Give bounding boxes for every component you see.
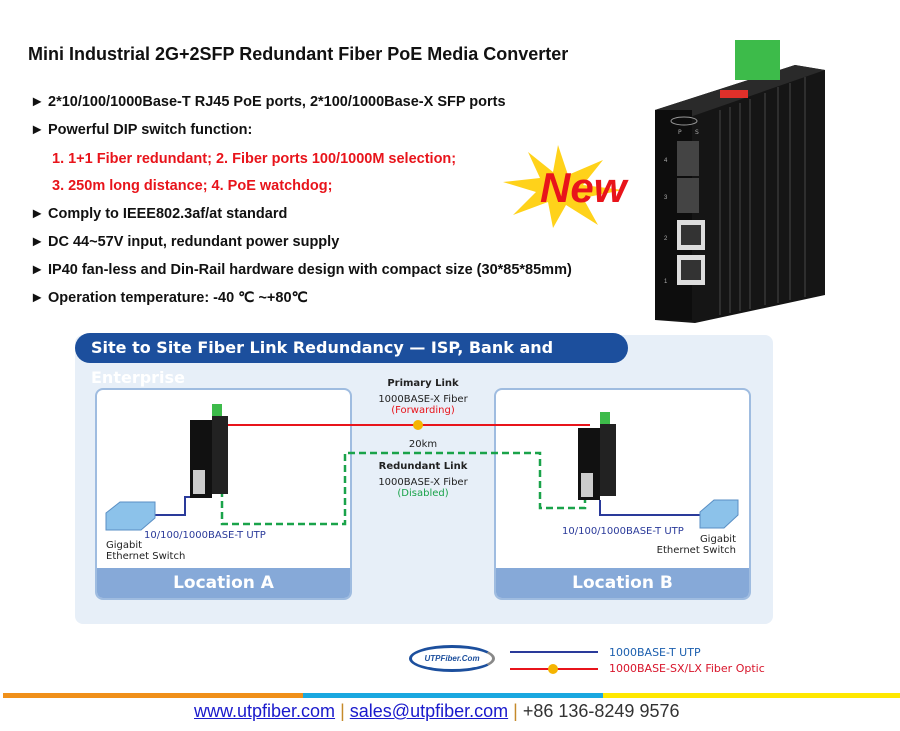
redundant-link-state: (Disabled) [397, 488, 449, 499]
utpfiber-logo: UTPFiber.Com [409, 645, 495, 672]
primary-link-state: (Forwarding) [391, 405, 455, 416]
link-distance: 20km [408, 439, 438, 450]
legend-fiber-label: 1000BASE-SX/LX Fiber Optic [609, 662, 765, 675]
footer-contact: www.utpfiber.com | sales@utpfiber.com | … [194, 701, 680, 722]
footer-bar-orange [3, 693, 303, 698]
feature-ieee: ►Comply to IEEE802.3af/at standard [30, 206, 287, 222]
device-label-p: P [678, 129, 682, 136]
feature-design: ►IP40 fan-less and Din-Rail hardware des… [30, 262, 572, 278]
pointer-icon: ► [30, 206, 45, 222]
utp-label-b: 10/100/1000BASE-T UTP [562, 526, 684, 537]
port-label: 4 [664, 158, 668, 164]
feature-power: ►DC 44~57V input, redundant power supply [30, 234, 339, 250]
feature-text: Operation temperature: -40 ℃ ~+80℃ [48, 290, 308, 306]
switch-label-b-2: Ethernet Switch [656, 545, 736, 556]
port-label: 2 [664, 236, 668, 242]
new-badge-text: New [540, 164, 629, 211]
feature-text: Powerful DIP switch function: [48, 122, 253, 138]
redundant-link-type: 1000BASE-X Fiber [378, 477, 468, 488]
pointer-icon: ► [30, 262, 45, 278]
pointer-icon: ► [30, 290, 45, 306]
pointer-icon: ► [30, 234, 45, 250]
primary-link-type: 1000BASE-X Fiber [378, 394, 468, 405]
feature-text: IP40 fan-less and Din-Rail hardware desi… [48, 262, 572, 278]
switch-label-b-1: Gigabit [699, 534, 736, 545]
legend-lines [510, 651, 598, 674]
footer-bar-yellow [603, 693, 900, 698]
location-a-box: Location A [95, 388, 352, 600]
redundant-link-title: Redundant Link [378, 461, 468, 472]
feature-dip-1: 1. 1+1 Fiber redundant; 2. Fiber ports 1… [52, 151, 457, 167]
website-link[interactable]: www.utpfiber.com [194, 701, 336, 721]
primary-link-title: Primary Link [387, 378, 459, 389]
feature-text: DC 44~57V input, redundant power supply [48, 234, 340, 250]
separator: | [513, 701, 518, 721]
fiber-connector-icon [548, 664, 558, 674]
footer-bar-blue [303, 693, 603, 698]
location-b-box: Location B [494, 388, 751, 600]
location-b-label: Location B [496, 568, 749, 598]
page-title: Mini Industrial 2G+2SFP Redundant Fiber … [28, 44, 569, 64]
utp-label-a: 10/100/1000BASE-T UTP [144, 530, 266, 541]
device-label-s: S [695, 129, 699, 136]
new-starburst-icon: New [503, 145, 629, 228]
feature-ports: ►2*10/100/1000Base-T RJ45 PoE ports, 2*1… [30, 94, 506, 110]
legend-utp-label: 1000BASE-T UTP [609, 646, 701, 659]
location-a-label: Location A [97, 568, 350, 598]
feature-temperature: ►Operation temperature: -40 ℃ ~+80℃ [30, 290, 308, 306]
separator: | [340, 701, 345, 721]
diagram-heading: Site to Site Fiber Link Redundancy — ISP… [75, 333, 628, 387]
pointer-icon: ► [30, 122, 45, 138]
phone-number: +86 136-8249 9576 [522, 701, 680, 721]
product-image: P S 4 3 2 1 [655, 40, 825, 323]
power-terminal [735, 40, 780, 80]
port-label: 3 [664, 195, 668, 201]
port-label: 1 [664, 279, 668, 285]
pointer-icon: ► [30, 94, 45, 110]
switch-label-a-1: Gigabit [106, 540, 143, 551]
dip-switch [720, 90, 748, 98]
feature-text: Comply to IEEE802.3af/at standard [48, 206, 288, 222]
feature-dip: ►Powerful DIP switch function: [30, 122, 252, 138]
feature-text: 2*10/100/1000Base-T RJ45 PoE ports, 2*10… [48, 94, 506, 110]
feature-dip-2: 3. 250m long distance; 4. PoE watchdog; [52, 178, 333, 194]
switch-label-a-2: Ethernet Switch [106, 551, 186, 562]
email-link[interactable]: sales@utpfiber.com [349, 701, 509, 721]
